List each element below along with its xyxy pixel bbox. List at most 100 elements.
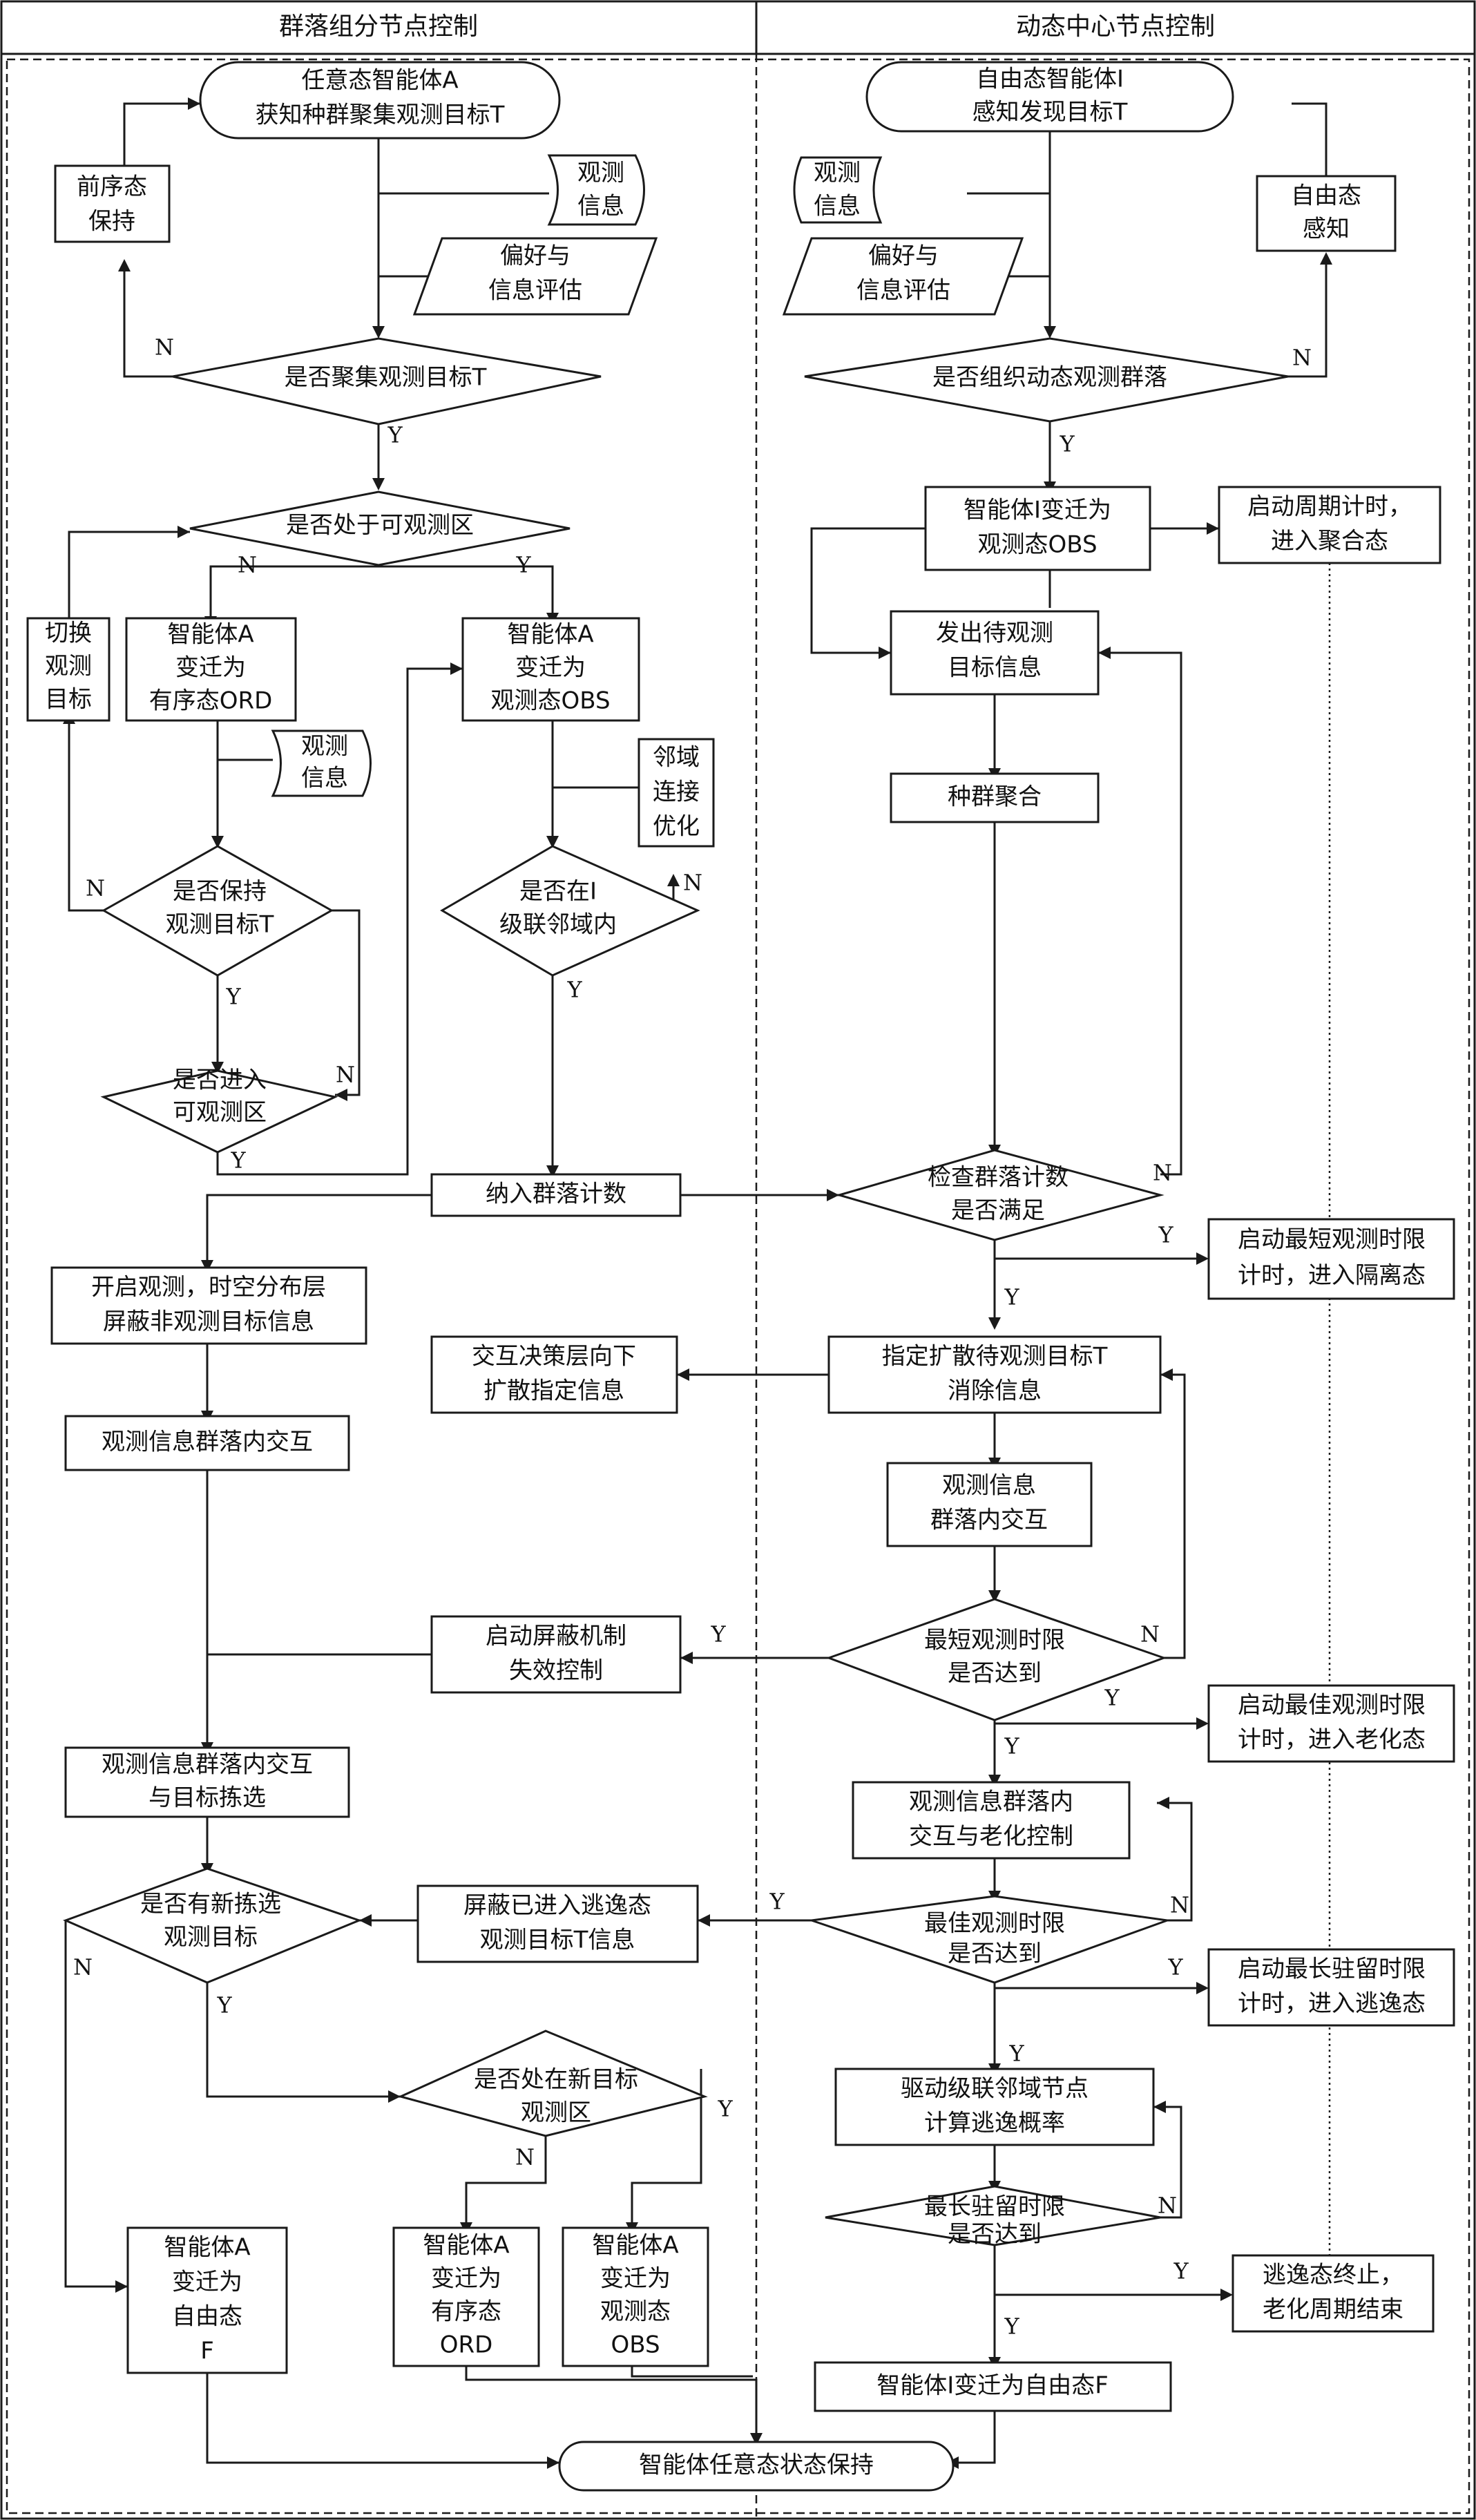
svg-text:发出待观测: 发出待观测: [936, 620, 1053, 647]
svg-text:是否处在新目标: 是否处在新目标: [474, 2066, 638, 2094]
label-y: Y: [1008, 2041, 1024, 2067]
svg-text:老化周期结束: 老化周期结束: [1263, 2296, 1403, 2324]
label-n: N: [1158, 2193, 1177, 2219]
svg-text:计算逃逸概率: 计算逃逸概率: [924, 2110, 1065, 2137]
svg-text:智能体A: 智能体A: [507, 621, 593, 649]
node-left-to-free: 智能体A 变迁为 自由态 F: [126, 2226, 288, 2374]
label-y: Y: [1167, 1954, 1183, 1980]
svg-text:观测区: 观测区: [521, 2099, 591, 2127]
label-y: Y: [710, 1621, 726, 1648]
label-y: Y: [387, 422, 403, 448]
label-n: N: [515, 2144, 535, 2170]
svg-text:有序态ORD: 有序态ORD: [149, 687, 273, 715]
svg-text:观测: 观测: [45, 653, 92, 680]
svg-text:有序态: 有序态: [431, 2298, 501, 2326]
node-right-start: 自由态智能体I 感知发现目标T: [865, 61, 1234, 133]
decision-right-best: 最佳观测时限 是否达到: [811, 1895, 1168, 1984]
svg-text:变迁为: 变迁为: [600, 2265, 671, 2293]
svg-text:变迁为: 变迁为: [175, 654, 246, 682]
label-n: N: [1170, 1892, 1189, 1918]
svg-text:F: F: [200, 2338, 214, 2365]
svg-text:是否达到: 是否达到: [948, 1660, 1042, 1688]
svg-text:智能体A: 智能体A: [592, 2232, 678, 2260]
svg-text:保持: 保持: [88, 208, 135, 236]
svg-text:屏蔽已进入逃逸态: 屏蔽已进入逃逸态: [463, 1892, 651, 1920]
svg-text:消除信息: 消除信息: [948, 1377, 1042, 1405]
node-left-interact-select: 观测信息群落内交互 与目标拣选: [64, 1746, 350, 1818]
decision-left-gather: 是否聚集观测目标T: [172, 337, 602, 426]
node-left-obs-info-1: 观测 信息: [547, 154, 645, 226]
svg-text:感知: 感知: [1303, 216, 1350, 243]
node-left-interact-1: 观测信息群落内交互: [64, 1415, 350, 1471]
node-left-to-obs: 智能体A 变迁为 观测态OBS: [461, 617, 640, 722]
svg-text:观测: 观测: [577, 160, 624, 187]
svg-text:变迁为: 变迁为: [431, 2265, 501, 2293]
svg-text:检查群落计数: 检查群落计数: [928, 1164, 1068, 1192]
svg-text:进入聚合态: 进入聚合态: [1271, 528, 1388, 555]
label-y: Y: [225, 984, 241, 1010]
decision-right-organize: 是否组织动态观测群落: [804, 337, 1289, 423]
svg-text:变迁为: 变迁为: [172, 2269, 242, 2296]
node-left-diffuse: 交互决策层向下 扩散指定信息: [430, 1335, 678, 1414]
label-n: N: [86, 875, 105, 901]
node-right-interact: 观测信息 群落内交互: [886, 1462, 1093, 1547]
svg-text:观测态OBS: 观测态OBS: [977, 531, 1097, 559]
node-right-pref-eval: 偏好与 信息评估: [782, 237, 1024, 316]
decision-right-longest: 最长驻留时限 是否达到: [825, 2185, 1161, 2249]
node-right-drive-level: 驱动级联邻域节点 计算逃逸概率: [834, 2068, 1155, 2146]
decision-left-enter: 是否进入 可观测区: [100, 1067, 338, 1154]
svg-text:是否满足: 是否满足: [951, 1197, 1045, 1225]
svg-text:纳入群落计数: 纳入群落计数: [486, 1181, 626, 1208]
branch-labels: N Y N Y N Y N Y N Y Y Y N Y N Y N Y N Y …: [73, 334, 1312, 2340]
svg-text:连接: 连接: [653, 779, 700, 806]
svg-text:切换: 切换: [45, 620, 92, 647]
svg-text:交互与老化控制: 交互与老化控制: [909, 1823, 1073, 1851]
svg-text:ORD: ORD: [440, 2331, 493, 2359]
svg-text:变迁为: 变迁为: [515, 654, 586, 682]
svg-text:可观测区: 可观测区: [173, 1099, 267, 1127]
label-n: N: [73, 1954, 93, 1980]
label-n: N: [155, 334, 174, 361]
label-n: N: [1292, 345, 1312, 371]
svg-text:最佳观测时限: 最佳观测时限: [924, 1910, 1065, 1938]
decision-left-keep: 是否保持 观测目标T: [101, 845, 334, 977]
label-y: Y: [1104, 1685, 1120, 1711]
node-left-to-ord: 智能体A 变迁为 有序态ORD: [125, 617, 297, 722]
node-left-to-ord-2: 智能体A 变迁为 有序态 ORD: [392, 2226, 540, 2367]
svg-text:是否处于可观测区: 是否处于可观测区: [286, 512, 474, 540]
label-y: Y: [1059, 431, 1075, 457]
svg-text:屏蔽非观测目标信息: 屏蔽非观测目标信息: [103, 1308, 314, 1336]
label-n: N: [238, 552, 257, 578]
svg-text:观测: 观测: [301, 733, 348, 761]
label-y: Y: [216, 1992, 232, 2018]
svg-text:观测目标T信息: 观测目标T信息: [480, 1927, 635, 1954]
svg-text:是否达到: 是否达到: [948, 2221, 1042, 2249]
svg-text:交互决策层向下: 交互决策层向下: [472, 1343, 636, 1371]
node-right-assign-diffuse: 指定扩散待观测目标T 消除信息: [827, 1335, 1162, 1414]
node-right-interact-aging: 观测信息群落内 交互与老化控制: [852, 1781, 1131, 1860]
node-right-start-best: 启动最佳观测时限 计时，进入老化态: [1207, 1684, 1455, 1763]
svg-text:邻域: 邻域: [653, 744, 700, 772]
svg-text:启动屏蔽机制: 启动屏蔽机制: [486, 1623, 626, 1650]
label-n: N: [683, 870, 702, 896]
svg-text:是否达到: 是否达到: [948, 1940, 1042, 1968]
svg-text:观测目标T: 观测目标T: [166, 911, 274, 939]
decision-left-observable: 是否处于可观测区: [189, 490, 571, 566]
label-y: Y: [1004, 2313, 1019, 2340]
svg-text:偏好与: 偏好与: [868, 242, 939, 270]
node-left-start-obs: 开启观测，时空分布层 屏蔽非观测目标信息: [50, 1266, 367, 1345]
node-right-escape-end: 逃逸态终止， 老化周期结束: [1231, 2254, 1435, 2333]
svg-text:目标信息: 目标信息: [948, 654, 1042, 682]
node-right-to-obs: 智能体I变迁为 观测态OBS: [924, 486, 1151, 571]
svg-text:信息评估: 信息评估: [488, 277, 582, 305]
svg-text:逃逸态终止，: 逃逸态终止，: [1263, 2262, 1403, 2289]
svg-text:观测信息群落内: 观测信息群落内: [909, 1788, 1073, 1816]
node-left-neighbor-opt: 邻域 连接 优化: [638, 738, 715, 848]
svg-text:最短观测时限: 最短观测时限: [924, 1627, 1065, 1654]
node-right-obs-info: 观测 信息: [793, 156, 883, 224]
svg-text:信息: 信息: [814, 193, 861, 220]
svg-text:指定扩散待观测目标T: 指定扩散待观测目标T: [882, 1343, 1108, 1371]
svg-text:自由态: 自由态: [172, 2303, 242, 2331]
